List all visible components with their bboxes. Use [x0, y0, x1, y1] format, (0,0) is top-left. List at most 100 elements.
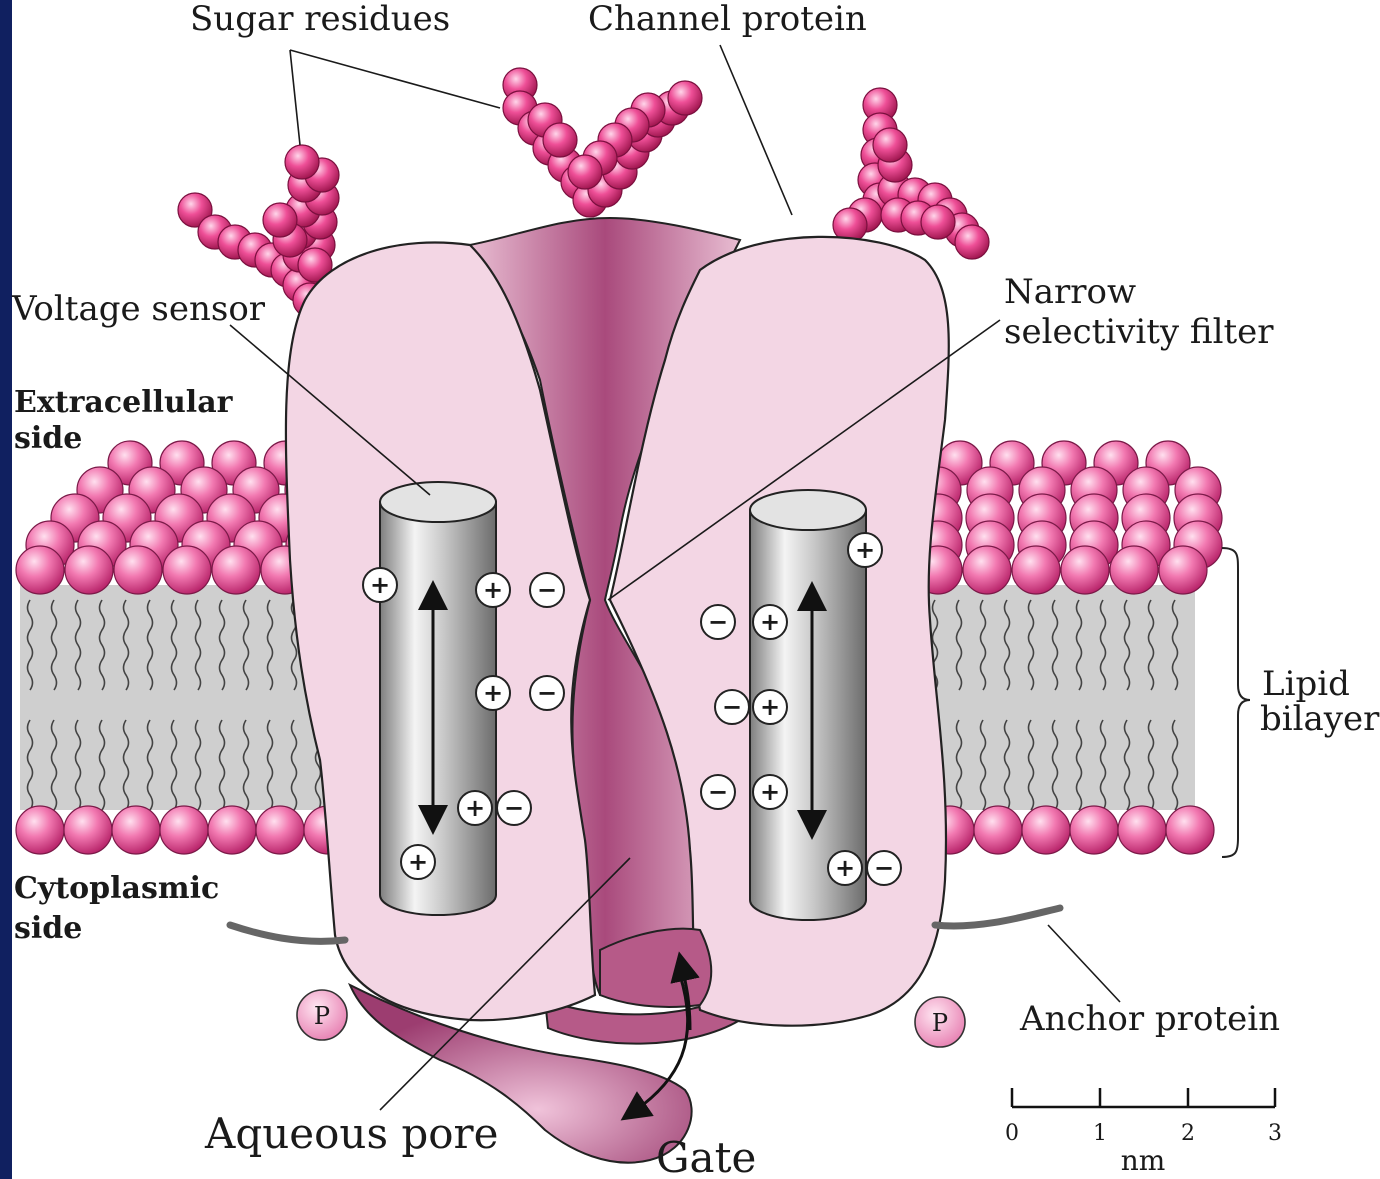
label-selectivity-filter: selectivity filter — [1004, 312, 1274, 352]
scale-unit: nm — [1121, 1144, 1166, 1177]
charge-sign-minus: − — [504, 794, 524, 822]
charge-plus: + — [753, 775, 787, 809]
label-sugar-residues: Sugar residues — [190, 0, 450, 39]
lipid-head — [16, 806, 64, 854]
sugar-bead — [285, 145, 319, 179]
label-anchor-protein: Anchor protein — [1019, 999, 1280, 1039]
charge-plus: + — [753, 690, 787, 724]
charge-minus: − — [530, 573, 564, 607]
lipid-head — [1159, 546, 1207, 594]
sugar-bead — [543, 123, 577, 157]
bilayer-core-left — [20, 585, 340, 810]
sugar-bead — [873, 128, 907, 162]
charge-plus: + — [363, 568, 397, 602]
charge-plus: + — [848, 533, 882, 567]
label-lipid: Lipid — [1262, 664, 1350, 704]
charge-minus: − — [867, 851, 901, 885]
leader-sugar-1 — [290, 50, 300, 145]
charge-plus: + — [458, 791, 492, 825]
lipid-head — [1118, 806, 1166, 854]
charge-minus: − — [530, 676, 564, 710]
charge-sign-plus: + — [483, 679, 503, 707]
charge-plus: + — [828, 851, 862, 885]
sugar-bead — [921, 205, 955, 239]
sugar-bead — [568, 155, 602, 189]
charge-sign-plus: + — [408, 848, 428, 876]
lipid-head — [212, 546, 260, 594]
lipid-head — [1166, 806, 1214, 854]
scale-bar: 0 1 2 3 nm — [1005, 1088, 1282, 1177]
charge-sign-plus: + — [760, 693, 780, 721]
charge-sign-plus: + — [855, 536, 875, 564]
label-extracellular-side: side — [14, 421, 82, 456]
charge-sign-plus: + — [835, 854, 855, 882]
lipid-head — [208, 806, 256, 854]
charge-sign-plus: + — [465, 794, 485, 822]
charge-plus: + — [401, 845, 435, 879]
charge-sign-minus: − — [874, 854, 894, 882]
anchor-protein-left — [230, 925, 345, 941]
label-aqueous-pore: Aqueous pore — [204, 1109, 498, 1158]
lipid-head — [1061, 546, 1109, 594]
charge-sign-plus: + — [760, 778, 780, 806]
label-gate: Gate — [656, 1133, 756, 1179]
leader-anchor — [1048, 925, 1120, 1002]
label-bilayer: bilayer — [1260, 699, 1380, 739]
lipid-head — [1012, 546, 1060, 594]
charge-sign-plus: + — [370, 571, 390, 599]
phosphate-label-right: P — [932, 1009, 948, 1037]
charge-plus: + — [476, 573, 510, 607]
charge-plus: + — [753, 605, 787, 639]
label-voltage-sensor: Voltage sensor — [11, 289, 266, 329]
lipid-head — [1110, 546, 1158, 594]
lipid-head — [1070, 806, 1118, 854]
label-narrow: Narrow — [1004, 272, 1136, 312]
leader-channel — [720, 45, 792, 215]
lipid-heads-top-right — [914, 441, 1222, 594]
cylinder-top-right — [750, 490, 866, 530]
lipid-head — [163, 546, 211, 594]
scale-label-0: 0 — [1005, 1121, 1019, 1146]
sugar-bead — [955, 225, 989, 259]
lipid-head — [112, 806, 160, 854]
charge-sign-plus: + — [483, 576, 503, 604]
charge-minus: − — [497, 791, 531, 825]
lipid-head — [65, 546, 113, 594]
charge-minus: − — [701, 605, 735, 639]
charge-sign-minus: − — [722, 693, 742, 721]
charge-sign-minus: − — [708, 778, 728, 806]
lipid-head — [963, 546, 1011, 594]
bilayer-core-right — [925, 585, 1195, 810]
phosphate-label-left: P — [314, 1002, 330, 1030]
charge-minus: − — [701, 775, 735, 809]
lipid-heads-bottom-left — [16, 806, 352, 854]
charge-minus: − — [715, 690, 749, 724]
charge-sign-plus: + — [760, 608, 780, 636]
cylinder-body-left — [380, 502, 496, 915]
charge-sign-minus: − — [537, 679, 557, 707]
bilayer-bracket — [1222, 548, 1250, 857]
charge-plus: + — [476, 676, 510, 710]
anchor-protein-right — [935, 908, 1060, 926]
lipid-head — [114, 546, 162, 594]
lipid-head — [16, 546, 64, 594]
scale-label-1: 1 — [1093, 1121, 1107, 1146]
charge-sign-minus: − — [708, 608, 728, 636]
lipid-head — [256, 806, 304, 854]
label-cytoplasmic: Cytoplasmic — [14, 871, 219, 906]
label-cytoplasmic-side: side — [14, 911, 82, 946]
lipid-head — [160, 806, 208, 854]
phosphate-left: P — [297, 990, 347, 1040]
slide-edge-bar — [0, 0, 12, 1179]
lipid-head — [64, 806, 112, 854]
scale-label-2: 2 — [1181, 1121, 1195, 1146]
lipid-heads-bottom-right — [926, 806, 1214, 854]
lipid-head — [974, 806, 1022, 854]
charge-sign-minus: − — [537, 576, 557, 604]
scale-label-3: 3 — [1268, 1121, 1282, 1146]
cylinder-top-left — [380, 482, 496, 522]
leader-sugar-2 — [290, 50, 500, 108]
label-channel-protein: Channel protein — [588, 0, 867, 39]
sugar-bead — [263, 203, 297, 237]
